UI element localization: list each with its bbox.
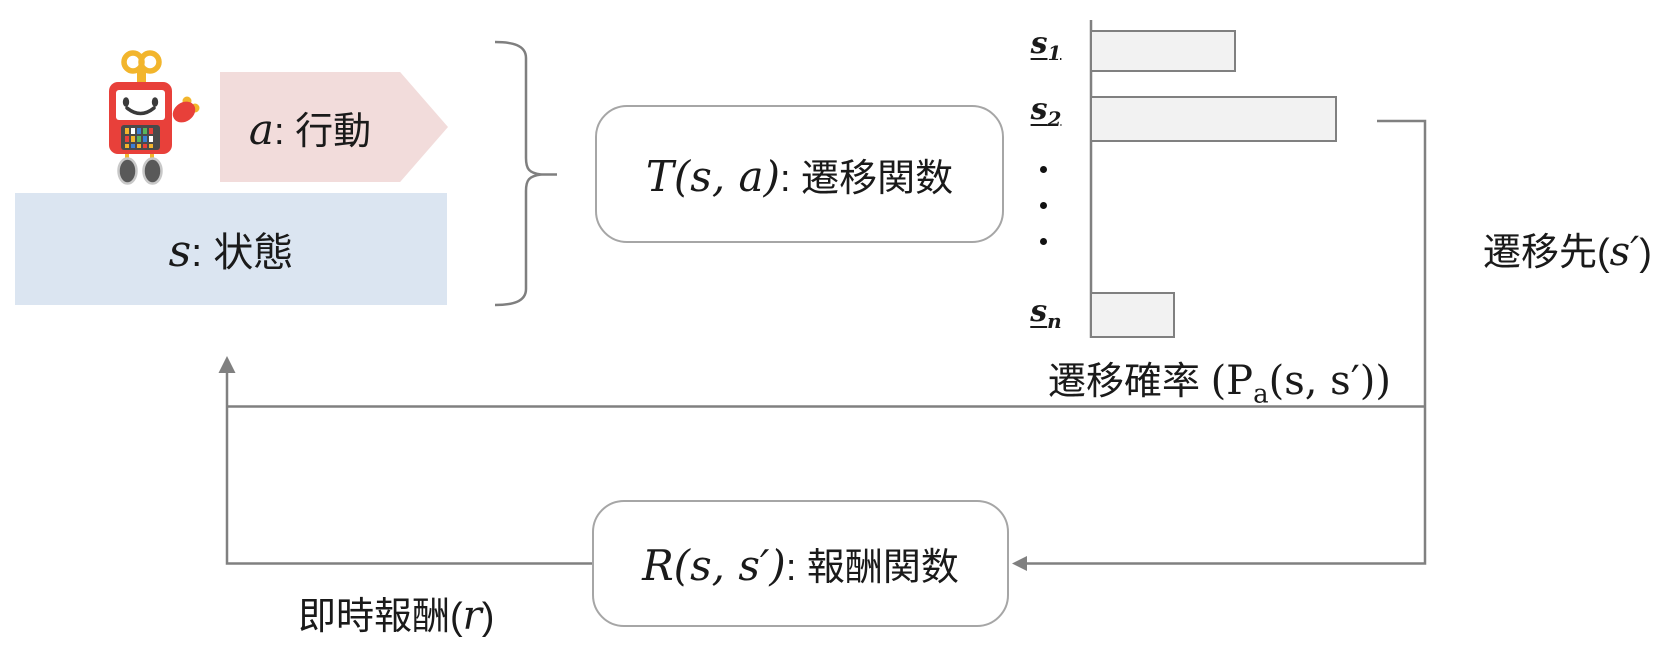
- transition-text: : 遷移関数: [779, 157, 954, 200]
- robot-smile: [125, 106, 156, 116]
- state-text: : 状態: [191, 231, 294, 275]
- bar-label-s1: s1: [1030, 26, 1062, 65]
- windup-key-ring-right: [138, 50, 162, 74]
- ellipsis-dot: [1040, 238, 1047, 245]
- action-math: a: [248, 104, 274, 154]
- probability-bar-s1: [1092, 30, 1236, 72]
- transition-destination-line: [1024, 119, 1427, 565]
- arrowhead-into-reward-box: [1012, 556, 1027, 571]
- action-arrow-label: a: 行動: [220, 100, 400, 155]
- state-box-label: s: 状態: [169, 220, 294, 278]
- transition-math: T(s, a): [645, 151, 780, 201]
- probability-bar-sn: [1092, 292, 1175, 338]
- ellipsis-dot: [1040, 166, 1047, 173]
- robot-hand: [172, 101, 196, 123]
- probability-bar-s2: [1092, 96, 1337, 142]
- transition-function-box: T(s, a): 遷移関数: [595, 105, 1004, 243]
- robot-icon: [109, 50, 200, 185]
- robot-chest-buttons: [125, 128, 153, 148]
- transition-box-label: T(s, a): 遷移関数: [646, 147, 953, 202]
- robot-eye-right: [151, 97, 159, 107]
- arrowhead-up-to-agent: [218, 356, 236, 373]
- bar-label-sn: sn: [1030, 294, 1062, 333]
- windup-key-stem: [137, 69, 146, 85]
- action-text: : 行動: [273, 110, 372, 153]
- reward-function-box: R(s, s′): 報酬関数: [592, 500, 1009, 627]
- transition-probability-label: 遷移確率 (Pa(s, s′)): [1048, 358, 1391, 410]
- state-math: s: [168, 226, 192, 277]
- reward-feedback-line: [225, 372, 592, 565]
- robot-face: [116, 90, 165, 120]
- reward-box-label: R(s, s′): 報酬関数: [642, 536, 959, 591]
- action-arrow: a: 行動: [220, 72, 448, 182]
- ellipsis-dots: [1040, 166, 1047, 245]
- transition-destination-label: 遷移先(s′): [1483, 229, 1652, 275]
- curly-brace: [494, 40, 542, 307]
- ellipsis-dot: [1040, 202, 1047, 209]
- bar-label-s2: s2: [1030, 92, 1062, 131]
- reward-text: : 報酬関数: [785, 547, 959, 589]
- robot-eye-left: [122, 97, 130, 107]
- reward-math: R(s, s′): [642, 541, 786, 590]
- immediate-reward-label: 即時報酬(r): [298, 593, 495, 639]
- robot-foot-right: [142, 157, 163, 185]
- state-box: s: 状態: [15, 193, 447, 305]
- robot-foot-left: [117, 157, 138, 185]
